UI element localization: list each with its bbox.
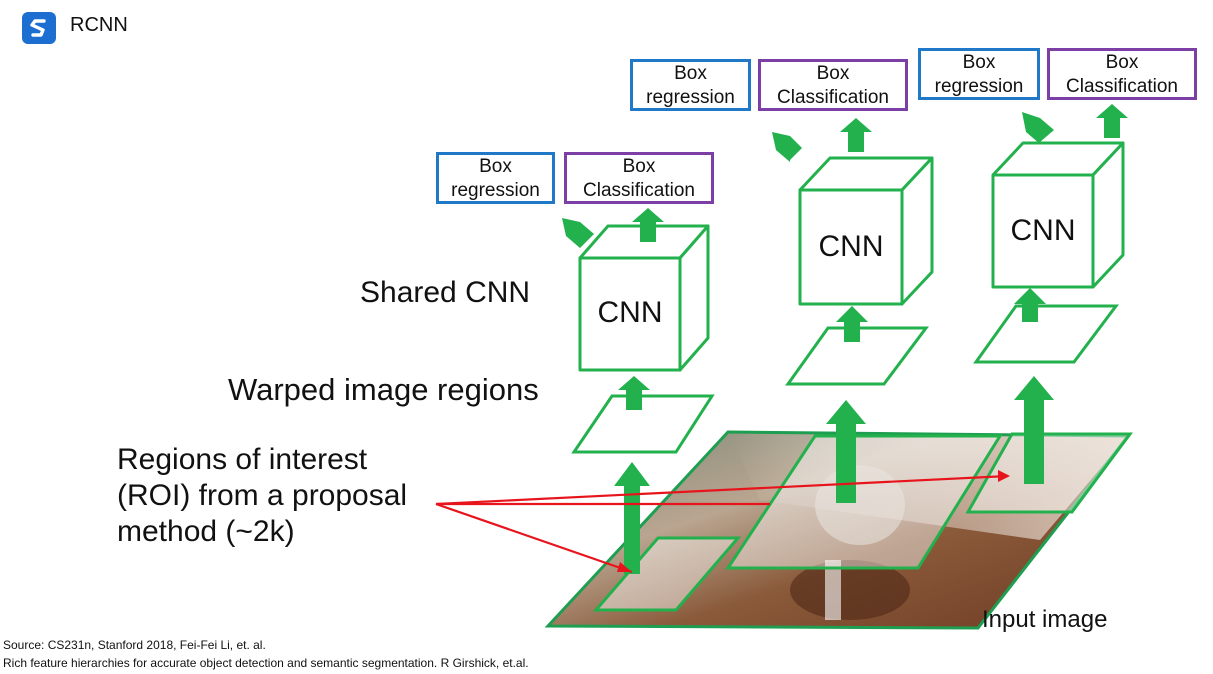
roi-label-line2: (ROI) from a proposal <box>117 479 408 512</box>
arrow-up-icon <box>840 118 872 152</box>
box-regression-1-line2: regression <box>451 180 540 201</box>
warped-regions-label: Warped image regions <box>228 372 539 407</box>
warped-region-2 <box>785 326 929 386</box>
arrow-up-icon <box>614 462 650 574</box>
roi-regions <box>592 432 1133 612</box>
header-bar: RCNN <box>0 0 1213 56</box>
cnn-cube-3 <box>991 141 1125 289</box>
box-regression-3-line2: regression <box>934 76 1024 97</box>
box-classification-3: Box Classification <box>1047 48 1197 100</box>
arrow-up-right-icon <box>562 218 594 248</box>
box-regression-3: Box regression <box>918 48 1040 100</box>
box-classification-2-line2: Classification <box>777 87 889 108</box>
box-regression-2-line2: regression <box>646 87 735 108</box>
warped-region-1 <box>571 394 715 454</box>
warped-region-3 <box>973 304 1119 364</box>
cnn-cube-2 <box>798 156 934 306</box>
arrow-up-icon <box>632 208 664 242</box>
arrow-up-icon <box>836 306 868 342</box>
roi-label: Regions of interest (ROI) from a proposa… <box>117 442 407 550</box>
red-arrowhead-icon <box>998 470 1010 482</box>
shared-cnn-label: Shared CNN <box>360 276 531 309</box>
roi-label-line3: method (~2k) <box>117 515 295 548</box>
roi-region-1 <box>592 536 742 612</box>
box-regression-2: Box regression <box>630 59 751 111</box>
arrow-up-icon <box>1014 376 1054 484</box>
box-classification-1-line2: Classification <box>583 180 695 201</box>
arrow-up-icon <box>826 400 866 503</box>
paper-citation: Rich feature hierarchies for accurate ob… <box>3 656 529 670</box>
box-regression-3-line1: Box <box>962 52 996 73</box>
cnn-cube-1 <box>578 224 710 372</box>
arrow-up-icon <box>1014 288 1046 322</box>
arrow-up-icon <box>618 376 650 410</box>
box-regression-1-line1: Box <box>479 156 512 177</box>
roi-region-3 <box>965 432 1133 514</box>
input-image <box>544 430 1132 630</box>
roi-region-2 <box>725 434 1003 570</box>
box-classification-3-line1: Box <box>1105 52 1139 73</box>
arrow-up-icon <box>1096 104 1128 138</box>
box-classification-1-line1: Box <box>622 156 656 177</box>
input-image-label: Input image <box>982 606 1108 633</box>
box-regression-1: Box regression <box>436 152 555 204</box>
cnn-label-2: CNN <box>818 230 884 263</box>
green-arrows <box>562 104 1128 574</box>
arrow-up-left-icon <box>1022 112 1054 144</box>
source-citation: Source: CS231n, Stanford 2018, Fei-Fei L… <box>3 638 266 652</box>
footer-citations: Source: CS231n, Stanford 2018, Fei-Fei L… <box>3 636 529 672</box>
roi-label-line1: Regions of interest <box>117 443 368 476</box>
box-regression-2-line1: Box <box>674 63 707 84</box>
cnn-label-1: CNN <box>597 296 663 329</box>
box-classification-2: Box Classification <box>758 59 908 111</box>
roi-pointer-lines <box>435 474 1009 574</box>
arrow-up-left-icon <box>772 132 802 162</box>
s-logo-icon <box>22 12 56 44</box>
cnn-label-3: CNN <box>1010 214 1076 247</box>
red-arrowhead-icon <box>617 562 632 572</box>
box-classification-3-line2: Classification <box>1066 76 1178 97</box>
page-title: RCNN <box>70 14 128 36</box>
box-classification-1: Box Classification <box>564 152 714 204</box>
box-classification-2-line1: Box <box>816 63 850 84</box>
